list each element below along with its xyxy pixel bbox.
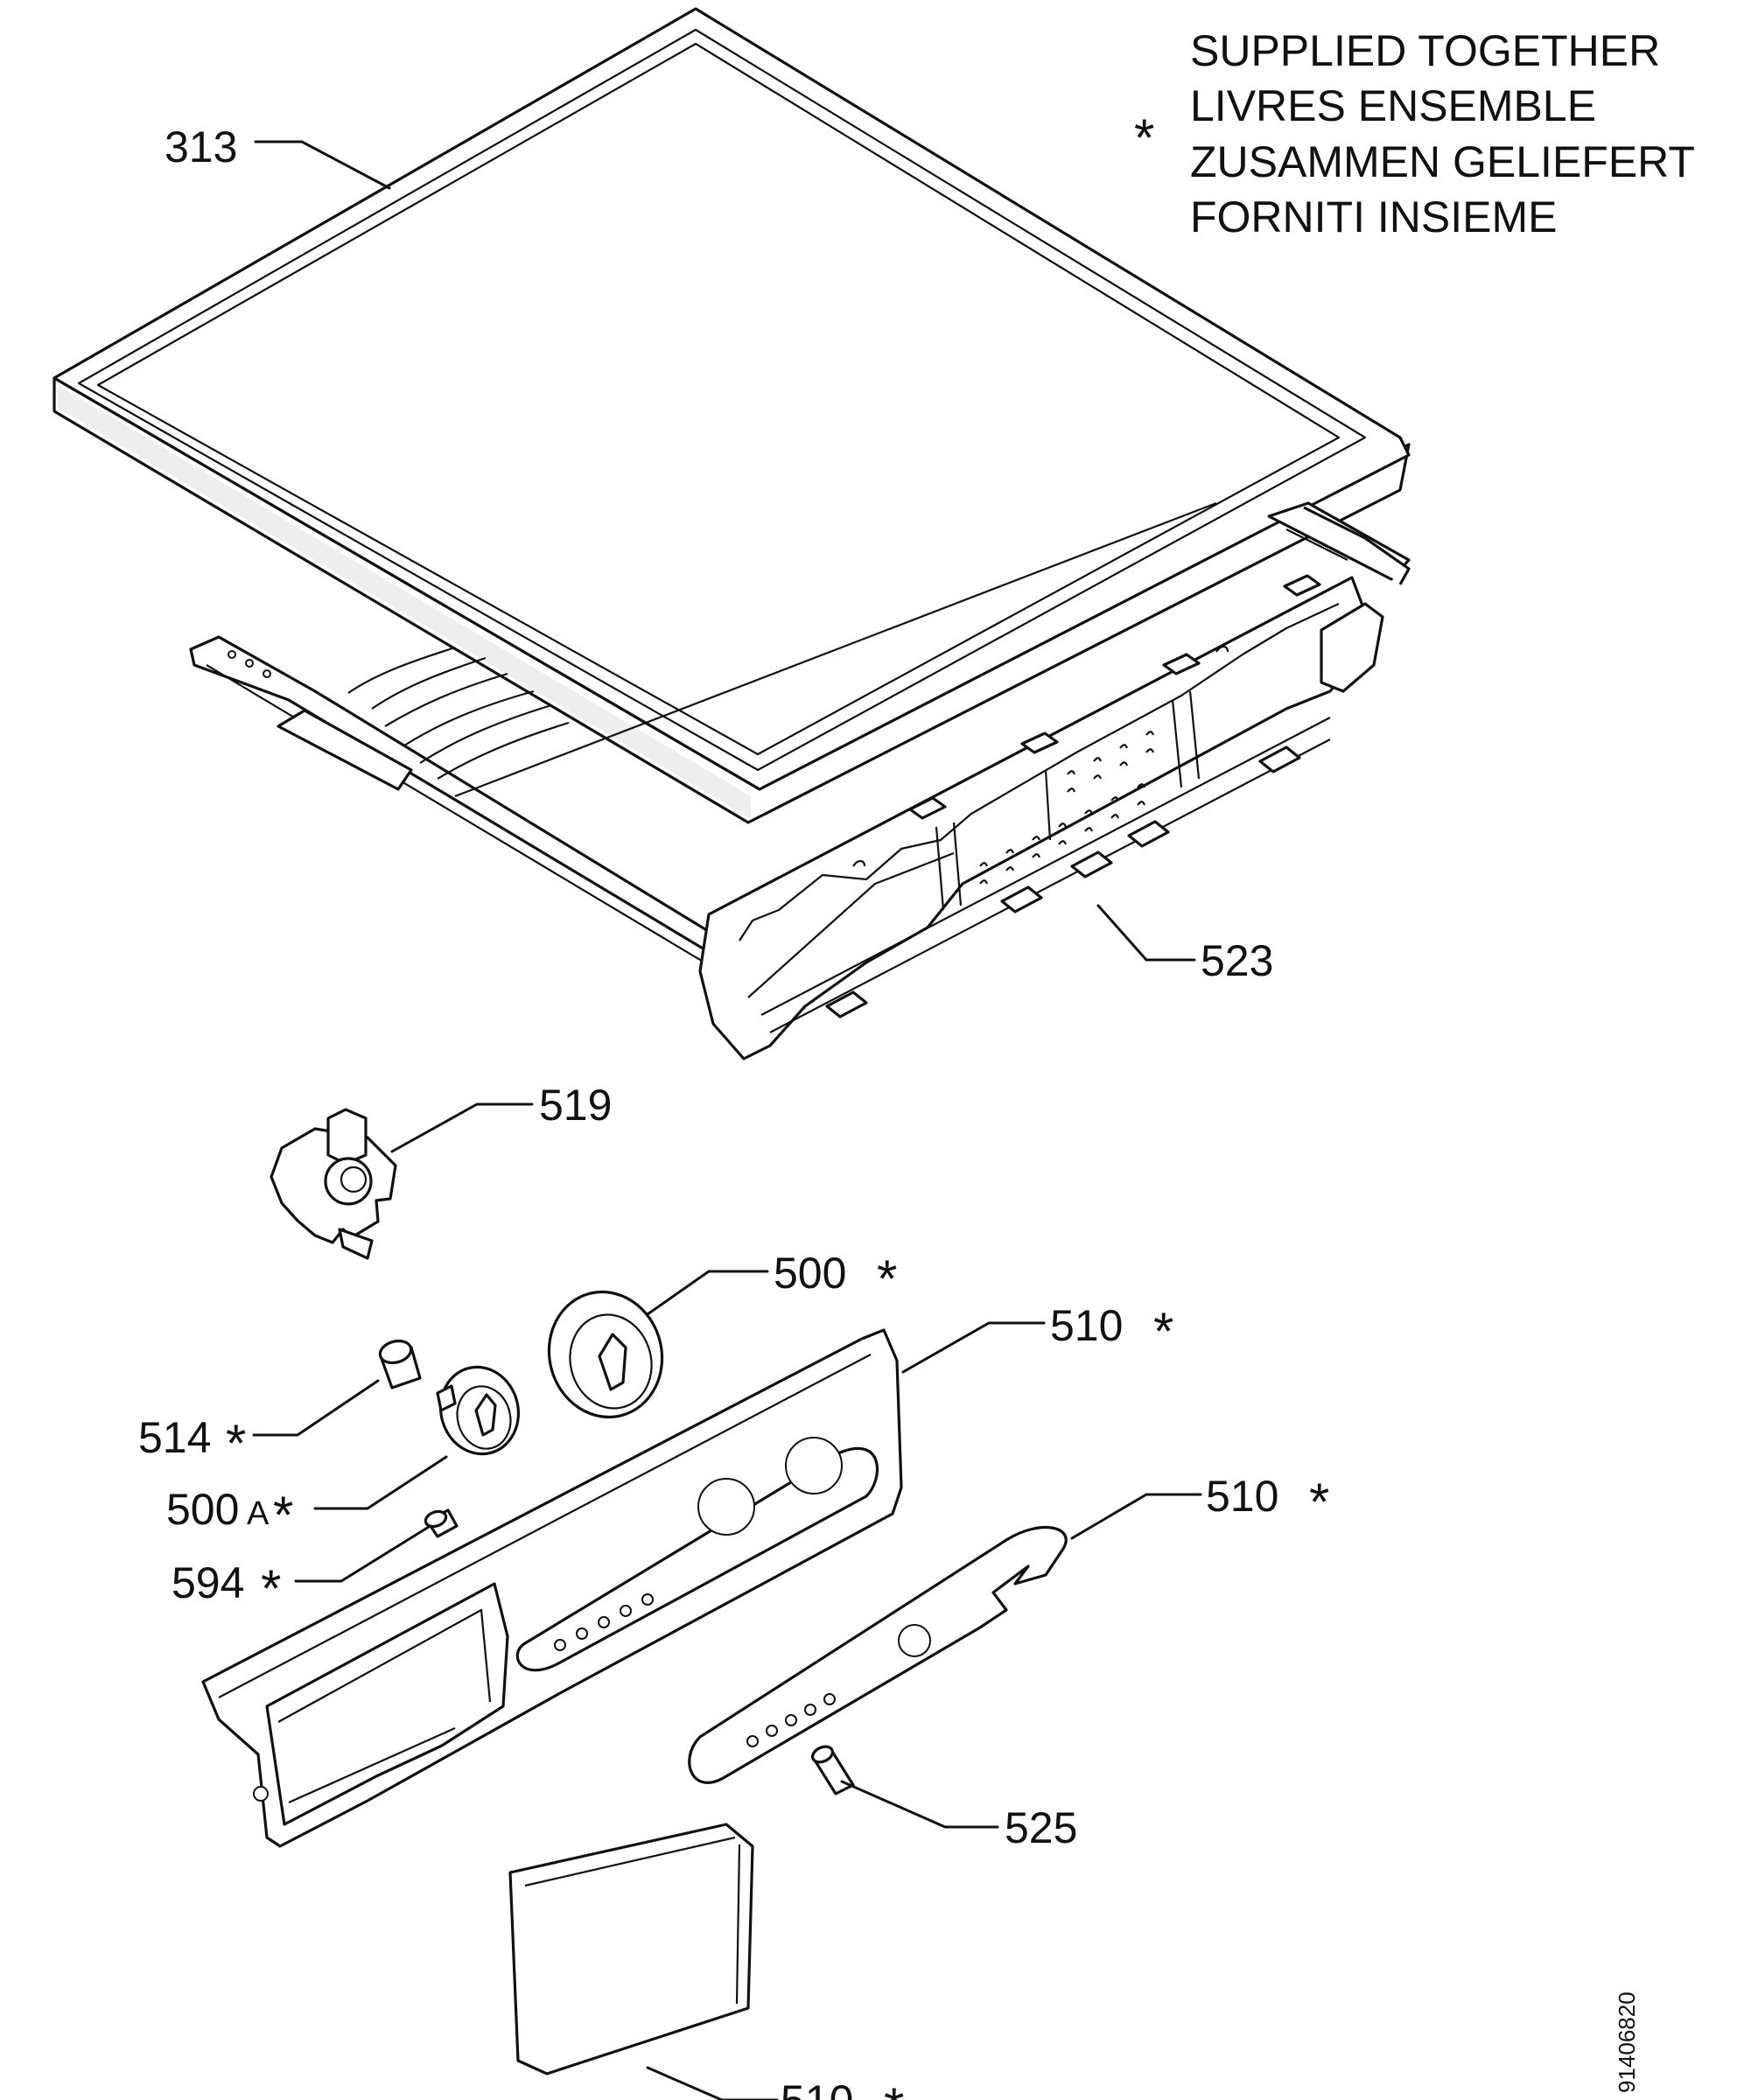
callout-500a: 500 [166,1485,239,1534]
callout-514-star: * [226,1414,246,1473]
part-313-top-lid [53,7,1411,824]
legend-line-3: ZUSAMMEN GELIEFERT [1190,137,1695,186]
part-510-panel-overlay [688,1526,1068,1784]
callout-523: 523 [1201,936,1273,985]
drawing-code: 91406820 [1614,1992,1640,2093]
callout-510-panel-star: * [1153,1302,1173,1361]
legend-symbol: * [1134,108,1154,167]
part-519-bracket [270,1108,397,1260]
callout-labels: 313 523 519 500 * 510 * 514 * 500 A * 51… [138,122,1329,2100]
callout-510-handle: 510 [781,2076,853,2100]
callout-594: 594 [172,1558,244,1607]
part-523-frame [189,501,1411,1060]
callout-500a-star: * [273,1486,293,1544]
callout-500-star: * [877,1250,897,1308]
callout-510-overlay: 510 [1206,1472,1278,1521]
callout-313: 313 [165,122,237,172]
callout-514: 514 [138,1413,211,1462]
part-500-knob [547,1290,664,1419]
callout-500: 500 [774,1249,846,1298]
callout-510-handle-star: * [884,2077,904,2100]
legend-line-2: LIVRES ENSEMBLE [1190,81,1596,130]
part-525-pin [811,1745,855,1796]
part-500a-knob [436,1365,521,1456]
part-510-control-panel [201,1328,903,1848]
part-594-button [424,1508,459,1538]
callout-525: 525 [1005,1803,1077,1852]
leader-lines [252,140,1202,2100]
callout-510-overlay-star: * [1309,1473,1329,1531]
callout-510-panel: 510 [1050,1301,1123,1350]
legend-line-4: FORNITI INSIEME [1190,192,1557,242]
callout-500a-suffix: A [247,1495,270,1532]
dispenser-hole-grid [979,731,1155,885]
part-510-drawer-handle [508,1823,754,2076]
legend-supplied-together: * SUPPLIED TOGETHER LIVRES ENSEMBLE ZUSA… [1134,26,1695,242]
callout-519: 519 [539,1081,612,1130]
callout-594-star: * [261,1559,281,1618]
part-514-spacer [378,1339,422,1390]
legend-line-1: SUPPLIED TOGETHER [1190,26,1660,75]
